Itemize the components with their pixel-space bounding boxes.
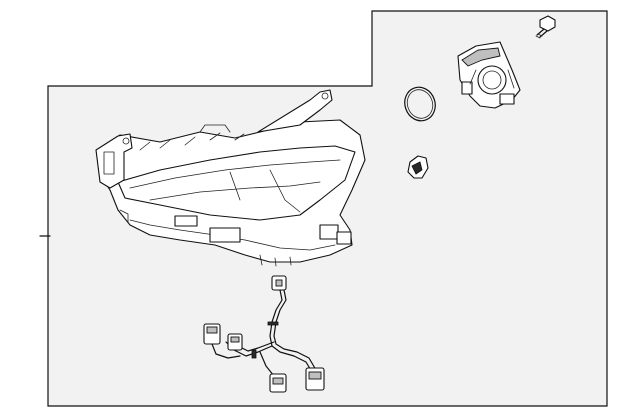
mounting-bracket xyxy=(457,41,521,109)
wiring-harness xyxy=(203,275,325,393)
bolt xyxy=(535,15,556,39)
clip xyxy=(407,155,429,179)
seal-ring xyxy=(404,86,436,122)
headlamp-assembly xyxy=(95,89,366,267)
